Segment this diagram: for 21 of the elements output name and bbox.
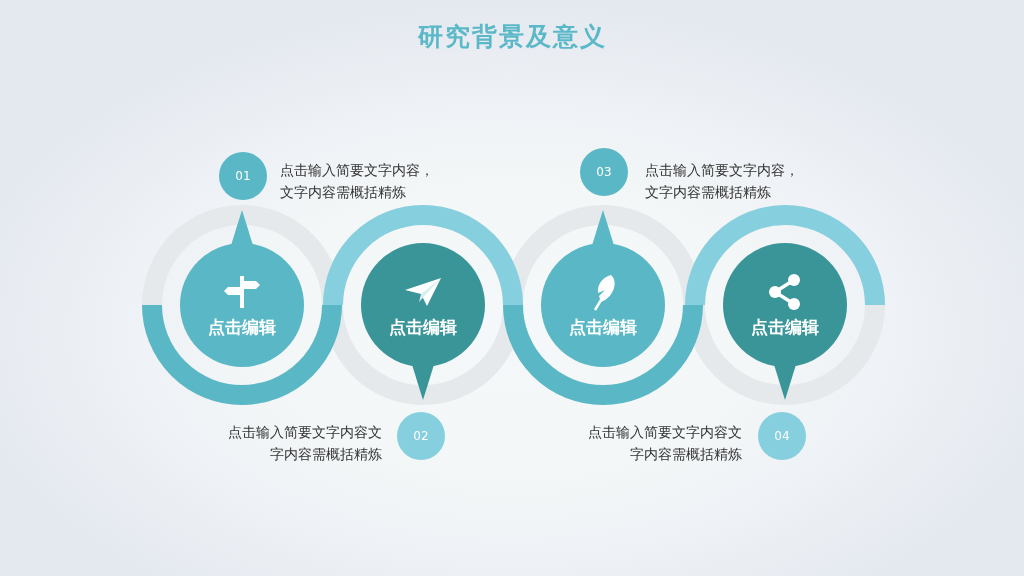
step-label: 点击编辑 bbox=[208, 315, 276, 339]
number-badge bbox=[397, 412, 445, 460]
description-text: 点击输入简要文字内容文字内容需概括精炼 bbox=[227, 423, 382, 464]
number-badge bbox=[758, 412, 806, 460]
number-badge bbox=[580, 148, 628, 196]
step-label: 点击编辑 bbox=[389, 315, 457, 339]
number-badge bbox=[219, 152, 267, 200]
step-number: 01 bbox=[235, 169, 251, 183]
step-number: 03 bbox=[596, 165, 612, 179]
step-circle bbox=[723, 243, 847, 367]
step-circle bbox=[180, 243, 304, 367]
step-circle bbox=[361, 243, 485, 367]
description-text: 点击输入简要文字内容文字内容需概括精炼 bbox=[587, 423, 742, 464]
description-text: 点击输入简要文字内容，文字内容需概括精炼 bbox=[280, 161, 435, 202]
step-label: 点击编辑 bbox=[569, 315, 637, 339]
step-circle bbox=[541, 243, 665, 367]
step-number: 02 bbox=[413, 429, 429, 443]
step-label: 点击编辑 bbox=[751, 315, 819, 339]
title: 研究背景及意义 bbox=[416, 21, 608, 53]
step-number: 04 bbox=[774, 429, 790, 443]
description-text: 点击输入简要文字内容，文字内容需概括精炼 bbox=[645, 161, 800, 202]
